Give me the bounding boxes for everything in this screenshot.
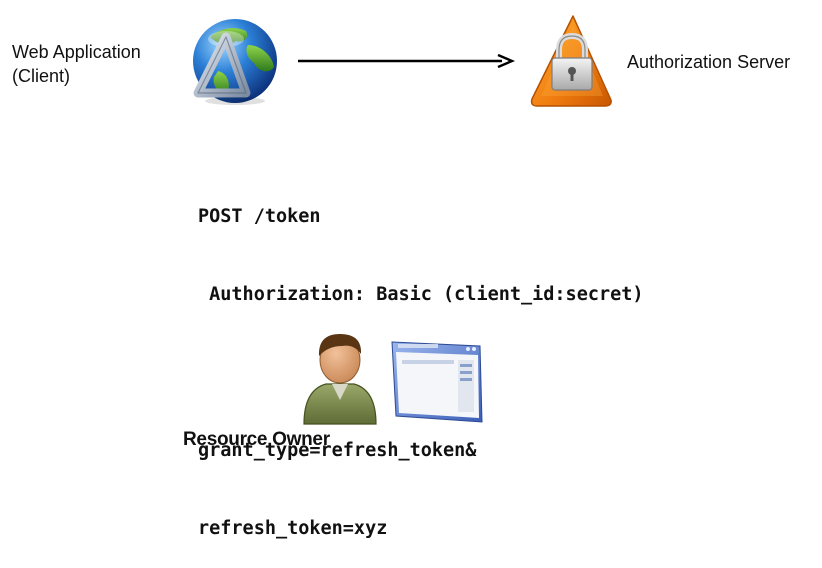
browser-window-icon [391, 341, 483, 423]
request-line-1: POST /token [198, 206, 321, 227]
resource-owner-label: Resource Owner [183, 429, 330, 450]
request-arrow [298, 53, 516, 69]
client-label: Web Application (Client) [12, 40, 182, 88]
user-icon [303, 334, 377, 425]
client-label-line1: Web Application [12, 42, 141, 62]
client-label-line2: (Client) [12, 66, 71, 86]
request-line-5: refresh_token=xyz [198, 518, 388, 539]
server-label: Authorization Server [627, 52, 791, 72]
request-line-2: Authorization: Basic (client_id:secret) [198, 284, 644, 305]
globe-app-icon [193, 19, 277, 105]
request-line-4: grant_type=refresh_token& [198, 440, 477, 461]
padlock-warning-icon [530, 15, 612, 107]
